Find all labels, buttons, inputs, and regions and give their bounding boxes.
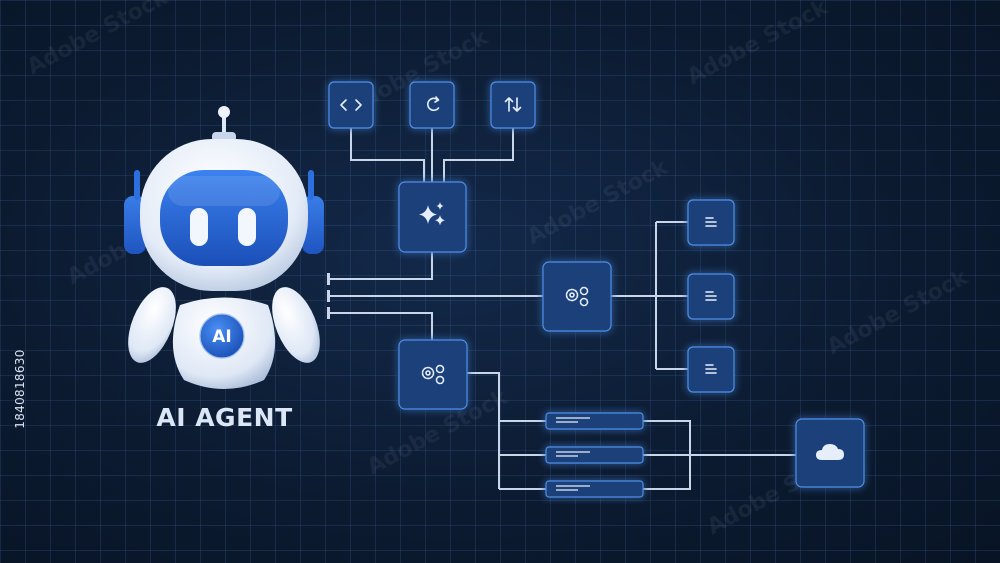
code-icon — [340, 99, 362, 111]
sparkle-icon — [419, 202, 445, 226]
node-doc-2 — [687, 273, 735, 320]
data-bar-3 — [545, 480, 644, 498]
robot-arm-left — [128, 287, 176, 363]
node-transfer — [490, 81, 536, 129]
robot-arm-right — [272, 287, 320, 363]
stock-id-text: 1840818630 — [13, 349, 27, 429]
tick-3 — [327, 307, 330, 319]
node-doc-3 — [687, 346, 735, 393]
wire-code-to-hub — [350, 128, 425, 182]
node-doc-1 — [687, 199, 735, 246]
node-refresh — [409, 81, 455, 129]
robot-eye-left — [190, 208, 208, 246]
robot-badge-label: AI — [212, 327, 231, 347]
wire-robot-to-low-gears — [330, 312, 433, 340]
node-code — [328, 81, 374, 129]
robot-eye-right — [238, 208, 256, 246]
robot-mascot: AI — [124, 106, 324, 389]
wire-transfer-to-hub — [443, 128, 514, 182]
tick-1 — [327, 273, 330, 285]
document-lines-icon — [705, 291, 717, 301]
connection-wires — [327, 128, 796, 490]
data-bar-1 — [545, 412, 644, 430]
node-hub — [398, 181, 467, 253]
node-process-low — [398, 339, 468, 410]
stock-id-label: 1840818630 — [4, 318, 34, 478]
node-process-mid — [542, 261, 612, 332]
document-lines-icon — [705, 364, 717, 374]
refresh-icon — [427, 96, 440, 112]
page-title: AI AGENT — [156, 403, 293, 432]
data-bar-2 — [545, 446, 644, 464]
robot-badge — [199, 313, 245, 359]
document-lines-icon — [705, 217, 717, 227]
tick-2 — [327, 290, 330, 302]
wire-gears-to-bars-trunk — [467, 372, 500, 489]
robot-antenna-tip — [218, 106, 230, 118]
node-cloud — [795, 418, 865, 488]
gears-icon — [565, 286, 589, 307]
cloud-icon — [816, 444, 844, 460]
gears-icon — [421, 364, 445, 385]
transfer-arrows-icon — [504, 97, 522, 112]
wire-robot-to-hub — [330, 252, 433, 280]
